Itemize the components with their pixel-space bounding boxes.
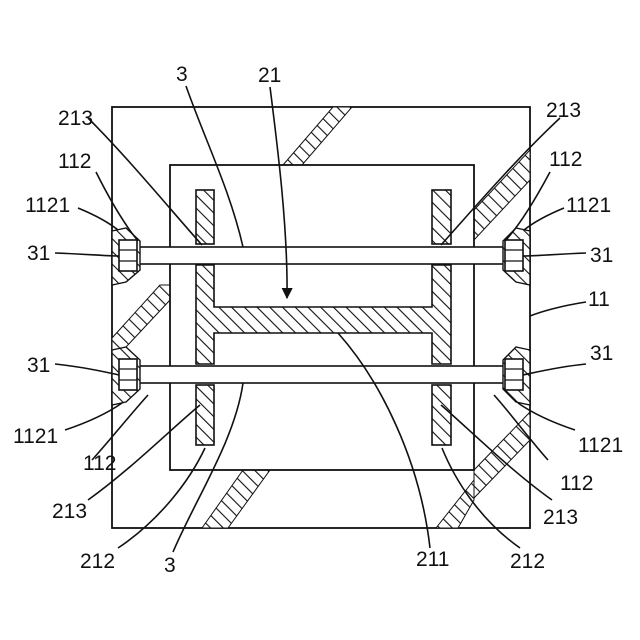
label-3-bottom: 3 [164,554,176,577]
label-212-bottom-right: 212 [510,550,545,573]
label-211: 211 [416,548,449,571]
label-213-bottom-right: 213 [543,506,578,529]
label-112-top-left: 112 [58,150,91,173]
label-1121-bottom-right: 1121 [578,434,623,457]
label-1121-bottom-left: 1121 [13,425,58,448]
label-3-top: 3 [176,63,188,86]
label-11: 11 [588,288,610,311]
label-213-bottom-left: 213 [52,500,87,523]
label-31-top-left: 31 [27,242,50,265]
label-31-top-right: 31 [590,244,613,267]
label-213-top-left: 213 [58,107,93,130]
label-21: 21 [258,64,281,87]
label-112-top-right: 112 [549,148,582,171]
label-1121-top-left: 1121 [25,194,70,217]
label-212-bottom-left: 212 [80,550,115,573]
label-213-top-right: 213 [546,99,581,122]
label-112-bottom-left: 112 [83,452,116,475]
label-1121-top-right: 1121 [566,194,611,217]
label-31-bottom-right: 31 [590,342,613,365]
label-112-bottom-right: 112 [560,472,593,495]
label-31-bottom-left: 31 [27,354,50,377]
